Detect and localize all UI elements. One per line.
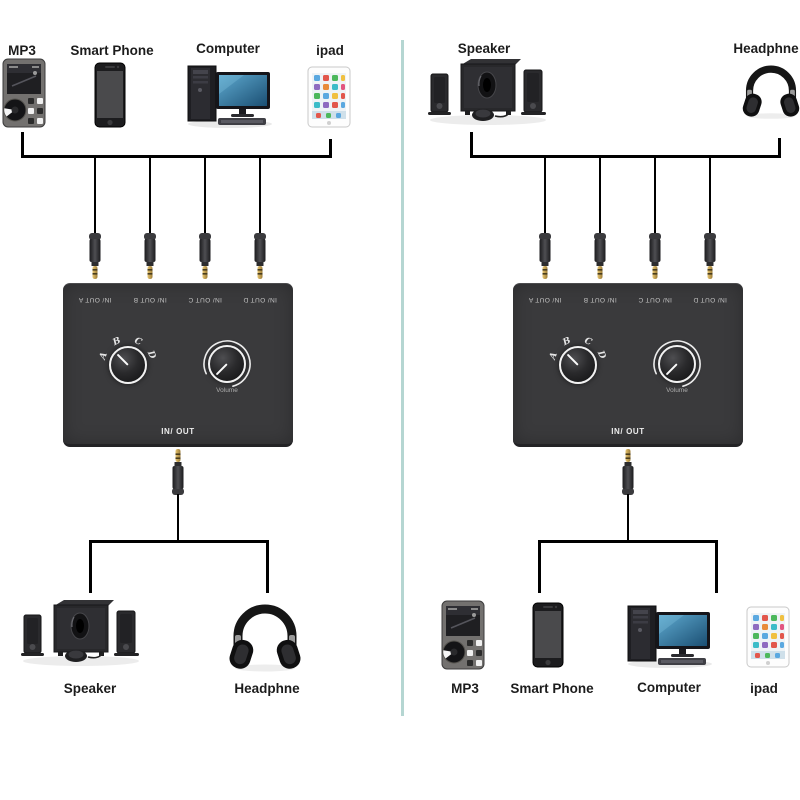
device-label-smartphone: Smart Phone bbox=[510, 681, 594, 696]
mp3-player-icon bbox=[441, 600, 485, 670]
audio-plug-icon bbox=[703, 233, 717, 281]
wire-drop-left bbox=[538, 540, 541, 593]
device-label-headphones: Headphne bbox=[733, 41, 799, 56]
io-label: IN/ OUT bbox=[161, 427, 195, 436]
port-label-d: IN/ OUT D bbox=[243, 296, 277, 303]
device-label-speaker: Speaker bbox=[457, 41, 511, 56]
audio-plug-icon bbox=[621, 447, 635, 495]
wire-output-cable bbox=[177, 494, 179, 541]
device-label-mp3: MP3 bbox=[451, 681, 479, 696]
selector-letter-d: D bbox=[594, 349, 608, 361]
port-label-b: IN/ OUT B bbox=[133, 296, 167, 303]
volume-label: Volume bbox=[666, 387, 688, 394]
desktop-computer-icon bbox=[184, 64, 274, 128]
port-label-a: IN/ OUT A bbox=[78, 296, 112, 303]
device-label-computer: Computer bbox=[637, 680, 701, 695]
desktop-computer-icon bbox=[624, 604, 714, 668]
wire-riser-mp3 bbox=[21, 132, 24, 156]
wire-input-bus bbox=[21, 155, 332, 158]
panel-divider-line bbox=[401, 40, 404, 716]
channel-selector-knob bbox=[109, 346, 147, 384]
port-label-a: IN/ OUT A bbox=[528, 296, 562, 303]
wire-cable-b bbox=[599, 158, 601, 234]
wire-cable-a bbox=[544, 158, 546, 234]
device-label-headphones: Headphne bbox=[234, 681, 300, 696]
selector-letter-d: D bbox=[144, 349, 158, 361]
wire-input-bus bbox=[538, 540, 718, 543]
wire-cable-c bbox=[204, 158, 206, 234]
headphones-icon bbox=[226, 596, 304, 672]
audio-plug-icon bbox=[171, 447, 185, 495]
audio-plug-icon bbox=[143, 233, 157, 281]
port-label-b: IN/ OUT B bbox=[583, 296, 617, 303]
port-label-c: IN/ OUT C bbox=[188, 296, 222, 303]
audio-plug-icon bbox=[198, 233, 212, 281]
mp3-player-icon bbox=[2, 58, 46, 128]
wire-drop-right bbox=[715, 540, 718, 593]
tablet-icon bbox=[746, 606, 790, 668]
port-label-c: IN/ OUT C bbox=[638, 296, 672, 303]
channel-selector-knob bbox=[559, 346, 597, 384]
device-label-smartphone: Smart Phone bbox=[70, 43, 154, 58]
headphones-icon bbox=[740, 55, 800, 123]
device-label-computer: Computer bbox=[196, 41, 260, 56]
tablet-icon bbox=[307, 66, 351, 128]
wire-output-bus bbox=[89, 540, 269, 543]
smartphone-icon bbox=[94, 62, 126, 128]
audio-switcher-box: IN/ OUT A IN/ OUT B IN/ OUT C IN/ OUT D … bbox=[63, 283, 293, 447]
device-label-mp3: MP3 bbox=[8, 43, 36, 58]
audio-plug-icon bbox=[253, 233, 267, 281]
io-label: IN/ OUT bbox=[611, 427, 645, 436]
audio-plug-icon bbox=[538, 233, 552, 281]
device-label-ipad: ipad bbox=[750, 681, 778, 696]
volume-arc bbox=[653, 340, 701, 387]
wire-drop-headphones bbox=[266, 540, 269, 593]
wire-output-cable bbox=[627, 494, 629, 541]
wire-cable-b bbox=[149, 158, 151, 234]
audio-plug-icon bbox=[88, 233, 102, 281]
device-label-ipad: ipad bbox=[316, 43, 344, 58]
volume-arc bbox=[203, 340, 251, 387]
speaker-system-icon bbox=[18, 597, 144, 667]
wire-drop-speaker bbox=[89, 540, 92, 593]
volume-label: Volume bbox=[216, 387, 238, 394]
speaker-system-icon bbox=[425, 56, 551, 126]
port-label-d: IN/ OUT D bbox=[693, 296, 727, 303]
wire-riser-speaker bbox=[470, 132, 473, 156]
selector-letter-a: A bbox=[98, 351, 110, 361]
wire-cable-c bbox=[654, 158, 656, 234]
wire-cable-d bbox=[709, 158, 711, 234]
wire-cable-a bbox=[94, 158, 96, 234]
audio-plug-icon bbox=[593, 233, 607, 281]
selector-letter-a: A bbox=[548, 351, 560, 361]
wire-riser-headphones bbox=[778, 138, 781, 156]
wire-output-bus bbox=[470, 155, 781, 158]
smartphone-icon bbox=[532, 602, 564, 668]
wire-riser-ipad bbox=[329, 139, 332, 156]
device-label-speaker: Speaker bbox=[63, 681, 117, 696]
audio-switcher-box: IN/ OUT A IN/ OUT B IN/ OUT C IN/ OUT D … bbox=[513, 283, 743, 447]
wire-cable-d bbox=[259, 158, 261, 234]
audio-plug-icon bbox=[648, 233, 662, 281]
